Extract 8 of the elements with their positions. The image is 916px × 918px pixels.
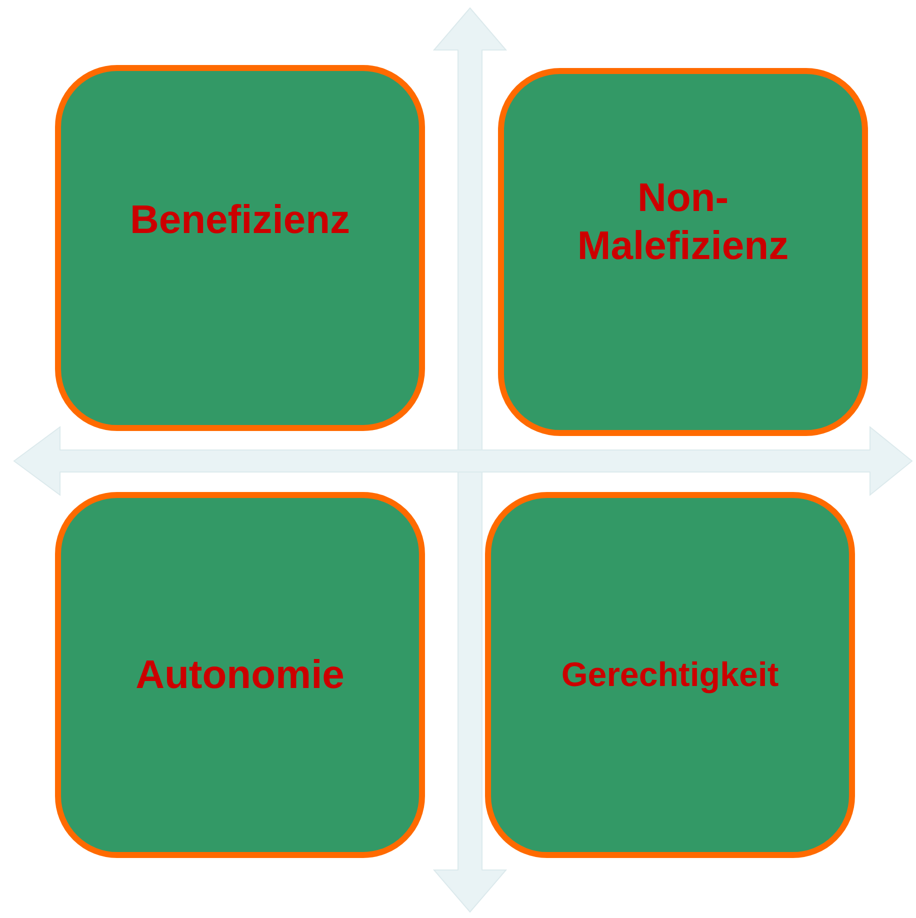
- quadrant-box: [485, 492, 855, 858]
- quadrant-box: [55, 65, 425, 431]
- quadrant-box: [55, 492, 425, 858]
- quadrant-label: Autonomie: [136, 652, 344, 699]
- quadrant-label: Non- Malefizienz: [576, 175, 790, 270]
- quadrant-box: [498, 68, 868, 436]
- quadrant-label: Gerechtigkeit: [561, 654, 779, 696]
- quadrant-label: Benefizienz: [130, 197, 350, 244]
